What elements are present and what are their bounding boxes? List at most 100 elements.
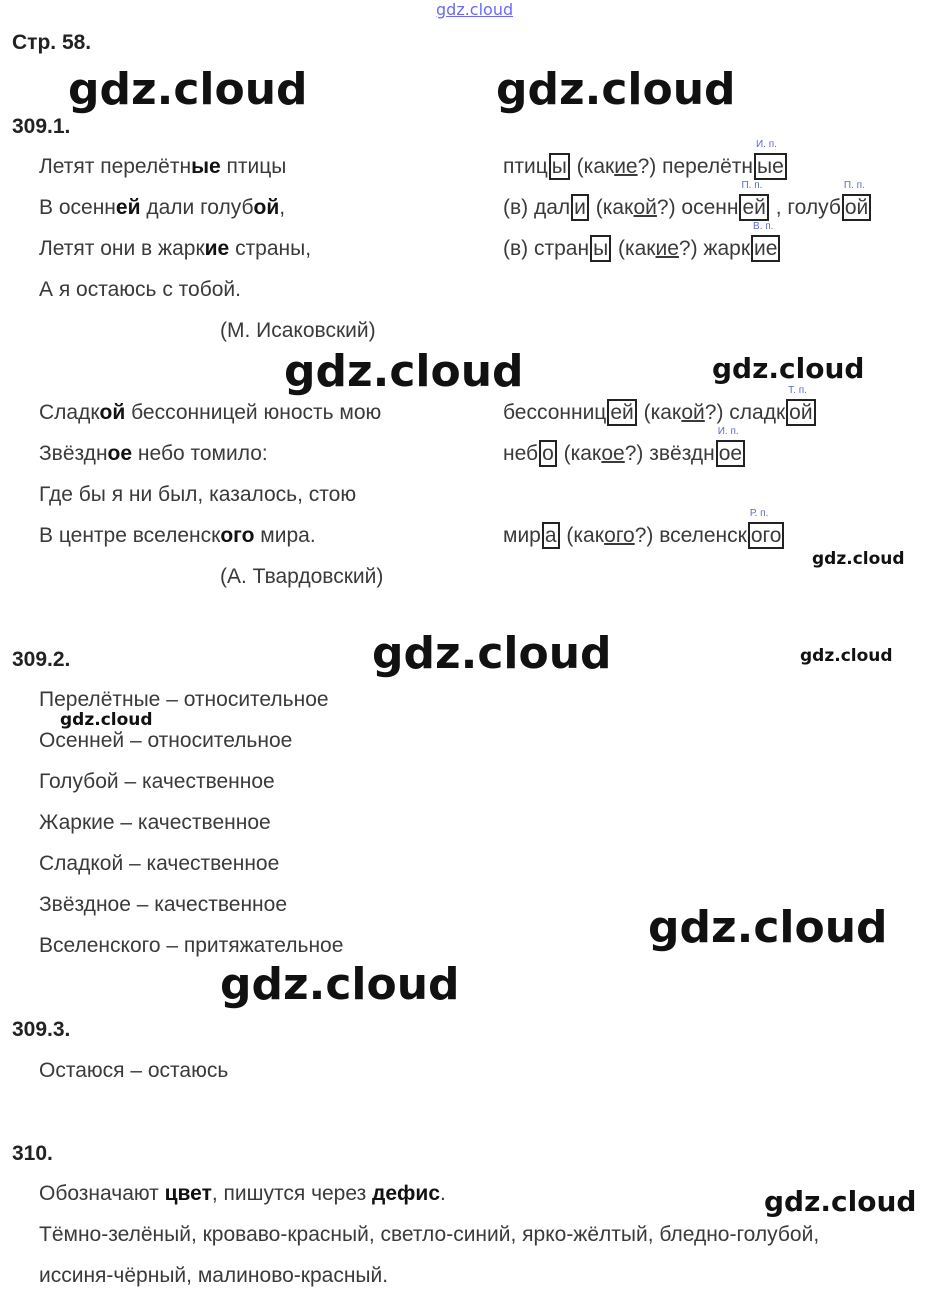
text: мира. [254,524,315,547]
segment-text: ой [789,401,813,424]
ending-box: ы [590,235,612,262]
answer-line: иссиня-чёрный, малиново-красный. [39,1264,388,1288]
text: Сладкой – качественное [39,852,279,875]
segment-text: а [544,524,557,547]
text: ?) осенн [657,196,739,219]
text: Звёздн [39,442,108,465]
poem-line: Звёздное небо томило: [39,442,268,466]
segment-text: ое [718,442,743,465]
segment-text: ие [614,155,638,178]
segment-text: ей [115,196,141,219]
underlined-ending: ое [601,442,624,465]
underlined-ending: ие [614,155,637,178]
heading-309-1: 309.1. [12,115,71,138]
segment-text: ое [107,442,133,465]
poem-line: Где бы я ни был, казалось, стою [39,483,356,507]
segment-text: Обозначают [39,1182,165,1205]
bold-ending: ей [116,196,141,219]
text: (как [560,524,605,547]
ending-box: о [539,440,557,467]
segment-text: Сладк [39,401,100,424]
text: В центре вселенск [39,524,220,547]
segment-text: (в) стран [503,237,590,260]
heading-309-2: 309.2. [12,648,71,671]
watermark: gdz.cloud [60,710,153,730]
watermark: gdz.cloud [712,352,865,385]
segment-text: ие [204,237,230,260]
segment-text: ой [253,196,280,219]
segment-text: ой [681,401,705,424]
answer-line: Обозначают цвет, пишутся через дефис. [39,1182,446,1206]
ending-box: ей [607,399,637,426]
text: , [279,196,285,219]
text: Тёмно-зелёный, кроваво-красный, светло-с… [39,1223,819,1246]
poem-line: Летят они в жаркие страны, [39,237,311,261]
classification-line: Сладкой – качественное [39,852,279,876]
segment-text: Звёздное – качественное [39,893,288,916]
segment-text: (М. Исаковский) [220,319,376,342]
segment-text: птицы [220,155,287,178]
case-label: В. п. [753,221,774,232]
text: (М. Исаковский) [220,319,376,342]
text: Голубой – качественное [39,770,275,793]
case-label: Т. п. [788,385,807,396]
segment-text: Сладкой – качественное [39,852,280,875]
segment-text: В центре вселенск [39,524,221,547]
ending-box: ы [548,153,570,180]
segment-text: бессонницей юность мою [125,401,382,424]
classification-line: Осенней – относительное [39,729,292,753]
case-label: И. п. [755,139,777,150]
watermark: gdz.cloud [800,646,893,666]
classification-line: Жаркие – качественное [39,811,271,835]
text: Летят перелётн [39,155,191,178]
text: , голуб [770,196,841,219]
segment-text: ие [655,237,679,260]
segment-text: (как [589,196,634,219]
segment-text: ы [593,237,609,260]
watermark-link[interactable]: gdz.cloud [436,0,514,19]
classification-line: Вселенского – притяжательное [39,934,343,958]
text: А я остаюсь с тобой. [39,278,241,301]
segment-text: небо томило: [132,442,268,465]
ending-box: и [571,194,589,221]
segment-text: ?) перелётн [637,155,753,178]
text: Звёздное – качественное [39,893,287,916]
heading-310: 310. [12,1142,53,1165]
ending-box: ой Т. п. [786,385,816,426]
segment-text: ?) осенн [656,196,739,219]
text: неб [503,442,538,465]
text: иссиня-чёрный, малиново-красный. [39,1264,388,1287]
text: (как [590,196,634,219]
watermark: gdz.cloud [372,628,612,679]
text: (в) стран [503,237,589,260]
heading-309-3: 309.3. [12,1018,71,1041]
bold-ending: ой [100,401,126,424]
segment-text: В осенн [39,196,116,219]
segment-text: ей [610,401,634,424]
bold-ending: ие [205,237,230,260]
segment-text: (как [557,442,602,465]
segment-text: Голубой – качественное [39,770,275,793]
bold-ending: ое [108,442,133,465]
segment-text: иссиня-чёрный, малиново-красный. [39,1264,389,1287]
poem-line: (А. Твардовский) [220,565,383,589]
segment-text: ие [754,237,778,260]
segment-text: и [574,196,586,219]
segment-text: Остаюся – остаюсь [39,1059,229,1082]
text: Осенней – относительное [39,729,292,752]
poem-line: В центре вселенского мира. [39,524,316,548]
segment-text: (А. Твардовский) [220,565,384,588]
text: Обозначают [39,1182,165,1205]
segment-text: дефис [372,1182,441,1205]
segment-text: бессонниц [503,401,607,424]
watermark: gdz.cloud [648,902,888,953]
poem-line: А я остаюсь с тобой. [39,278,241,302]
text: , пишутся через [212,1182,372,1205]
text: (в) дал [503,196,570,219]
segment-text: (как [560,524,605,547]
text: Жаркие – качественное [39,811,271,834]
